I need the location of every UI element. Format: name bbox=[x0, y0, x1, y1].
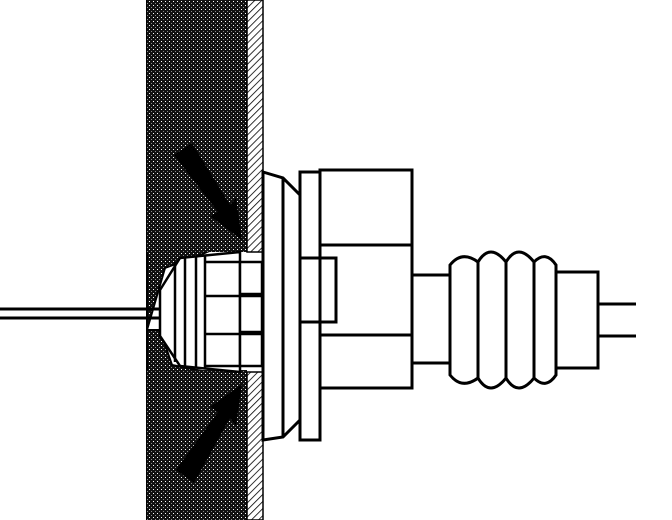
panel-face-lower bbox=[246, 371, 264, 520]
grommet-cone bbox=[158, 250, 242, 374]
cable-right bbox=[598, 302, 636, 338]
mounting-flange bbox=[261, 169, 322, 442]
panel bbox=[146, 0, 264, 520]
connector-housing bbox=[300, 168, 414, 390]
arrow-lower bbox=[176, 384, 242, 483]
panel-face-upper bbox=[246, 0, 264, 253]
clip-tabs bbox=[205, 260, 264, 368]
bellows-boot bbox=[410, 250, 600, 390]
cable-left bbox=[0, 307, 160, 320]
arrow-upper bbox=[174, 143, 242, 240]
